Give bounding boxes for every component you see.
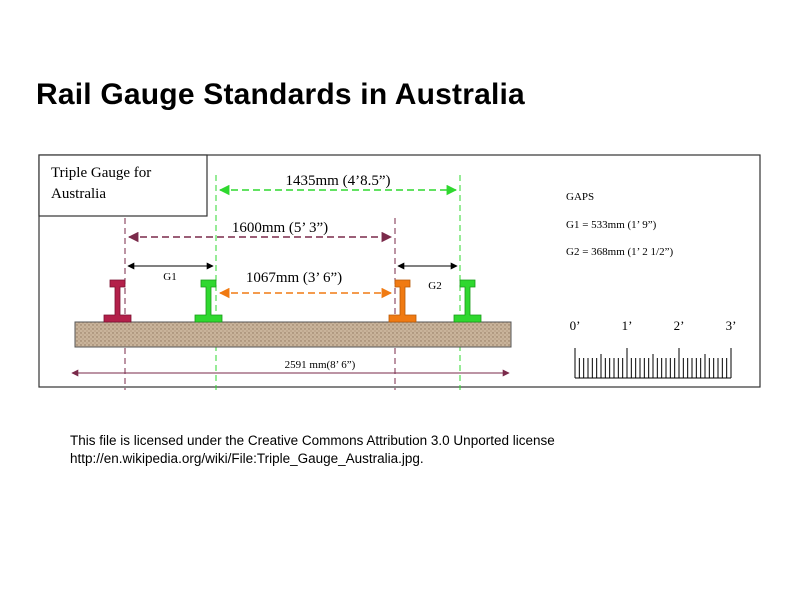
gaps-g2: G2 = 368mm (1’ 2 1/2”) bbox=[566, 246, 673, 258]
gaps-g1: G1 = 533mm (1’ 9”) bbox=[566, 219, 657, 231]
label-box-line1: Triple Gauge for bbox=[51, 165, 151, 181]
g2-label: G2 bbox=[428, 280, 441, 292]
label-box bbox=[38, 154, 208, 217]
g1-label: G1 bbox=[163, 271, 176, 283]
broad-gauge-label: 1600mm (5’ 3”) bbox=[232, 220, 328, 236]
narrow-rail-right bbox=[388, 279, 417, 323]
license-text: This file is licensed under the Creative… bbox=[70, 433, 555, 448]
license-caption: This file is licensed under the Creative… bbox=[70, 432, 555, 468]
license-url: http://en.wikipedia.org/wiki/File:Triple… bbox=[70, 451, 424, 466]
scale-label-2: 2’ bbox=[674, 318, 685, 333]
narrow-gauge-label: 1067mm (3’ 6”) bbox=[246, 270, 342, 286]
scale-label-0: 0’ bbox=[570, 318, 581, 333]
scale-ruler bbox=[574, 348, 732, 379]
broad-rail-left bbox=[103, 279, 132, 323]
standard-rail-right bbox=[453, 279, 482, 323]
gaps-heading: GAPS bbox=[566, 191, 594, 203]
scale-label-1: 1’ bbox=[622, 318, 633, 333]
sleeper-length-label: 2591 mm(8’ 6”) bbox=[285, 359, 356, 371]
scale-label-3: 3’ bbox=[726, 318, 737, 333]
standard-rail-left bbox=[194, 279, 223, 323]
page-title: Rail Gauge Standards in Australia bbox=[36, 78, 525, 111]
label-box-line2: Australia bbox=[51, 186, 106, 202]
standard-gauge-label: 1435mm (4’8.5”) bbox=[286, 173, 391, 189]
sleeper bbox=[74, 321, 512, 348]
